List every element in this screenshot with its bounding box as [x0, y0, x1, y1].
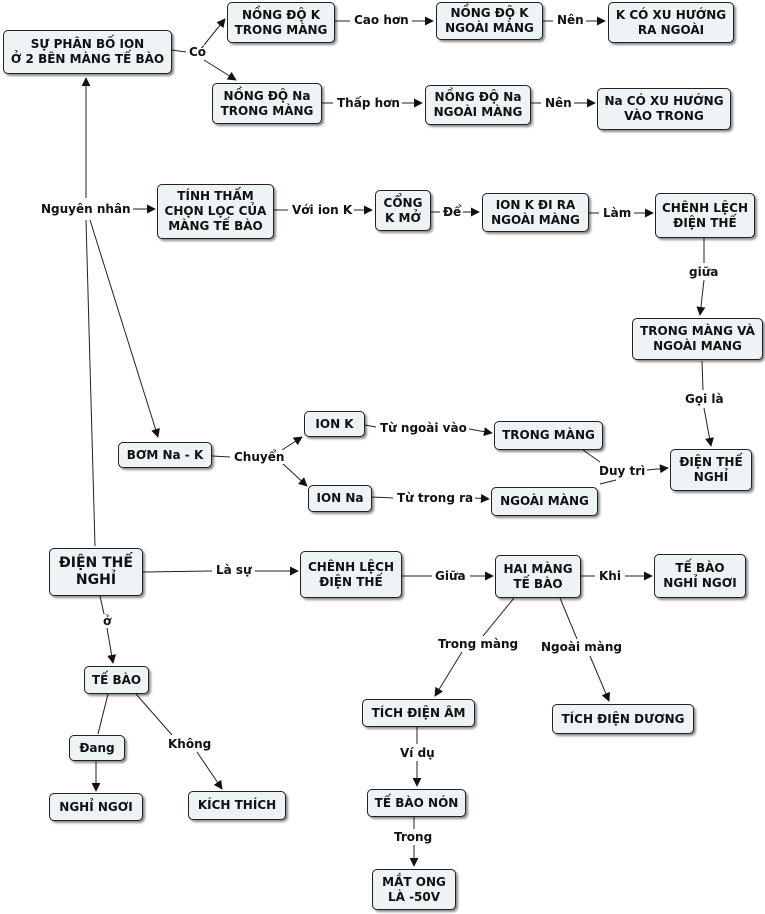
- edge-khong-a: [135, 693, 173, 736]
- node-tich-dien-am[interactable]: TÍCH ĐIỆN ÂM: [362, 699, 475, 727]
- label-vi-du: Ví dụ: [398, 746, 437, 760]
- node-ion-na[interactable]: ION Na: [308, 485, 372, 512]
- node-ngoai-mang[interactable]: NGOÀI MÀNG: [491, 487, 598, 516]
- node-tinh-tham[interactable]: TÍNH THẤM CHỌN LỌC CỦA MÀNG TẾ BÀO: [157, 184, 274, 239]
- edge-o-a: [99, 595, 105, 615]
- node-nong-do-na-trong[interactable]: NỒNG ĐỘ Na TRONG MÀNG: [212, 83, 322, 124]
- label-tu-trong-ra: Từ trong ra: [395, 491, 476, 505]
- edge-duy-tri-b: [599, 479, 617, 485]
- edge-tu-ngoai-vao-a: [364, 424, 377, 428]
- node-te-bao-non[interactable]: TẾ BÀO NÓN: [367, 789, 466, 817]
- edge-trong-mang-b: [434, 651, 463, 697]
- edge-goi-la-a: [701, 360, 704, 391]
- node-dien-the-nghi-right[interactable]: ĐIỆN THẾ NGHỈ: [670, 449, 752, 491]
- node-tich-dien-duong[interactable]: TÍCH ĐIỆN DƯƠNG: [552, 704, 694, 734]
- label-khi: Khi: [597, 569, 623, 583]
- edge-giua-lower-b: [696, 279, 706, 316]
- label-giua-lower: giữa: [687, 265, 721, 279]
- label-nen-2: Nên: [543, 96, 574, 110]
- label-nen-1: Nên: [555, 13, 586, 27]
- node-te-bao[interactable]: TẾ BÀO: [84, 666, 149, 694]
- node-cong-k-mo[interactable]: CỔNG K MỞ: [375, 190, 431, 231]
- node-te-bao-nghi-ngoi[interactable]: TẾ BÀO NGHỈ NGƠI: [654, 554, 746, 598]
- label-khong: Không: [166, 737, 214, 751]
- edge-trong-mang-a: [482, 597, 515, 637]
- label-cao-hon: Cao hơn: [352, 13, 411, 27]
- edge-chuyen-na: [281, 462, 308, 487]
- edge-la-su-a: [142, 570, 213, 573]
- label-ngoai-mang: Ngoài màng: [539, 640, 624, 654]
- node-hai-mang[interactable]: HAI MÀNG TẾ BÀO: [495, 555, 581, 598]
- label-tu-ngoai-vao: Từ ngoài vào: [378, 421, 469, 435]
- node-nghi-ngoi[interactable]: NGHỈ NGƠI: [49, 793, 143, 821]
- edge-tu-ngoai-vao-b: [468, 427, 493, 437]
- edge-khong-b: [196, 751, 223, 790]
- node-su-phan-bo[interactable]: SỰ PHÂN BỐ ION Ở 2 BÊN MÀNG TẾ BÀO: [3, 30, 172, 74]
- edge-tu-trong-ra-a: [371, 496, 394, 499]
- label-co: Có: [187, 45, 209, 59]
- edge-tu-trong-ra-b: [473, 493, 490, 503]
- edge-duy-tri-c: [646, 464, 669, 474]
- label-goi-la: Gọi là: [683, 392, 726, 406]
- label-la-su: Là sự: [214, 563, 254, 577]
- edge-nguyen-nhan-bom: [89, 219, 160, 438]
- node-chenh-lech-2[interactable]: CHÊNH LỆCH ĐIỆN THẾ: [300, 551, 402, 598]
- node-na-xu-huong[interactable]: Na CÓ XU HƯỚNG VÀO TRONG: [597, 88, 731, 130]
- node-k-xu-huong[interactable]: K CÓ XU HƯỚNG RA NGOÀI: [608, 2, 734, 43]
- edge-co-root: [171, 49, 187, 53]
- label-nguyen-nhan: Nguyên nhân: [39, 202, 133, 216]
- label-lam: Làm: [601, 206, 634, 220]
- edge-goi-la-b: [703, 407, 714, 447]
- edge-chuyen-a: [211, 455, 231, 458]
- node-nong-do-k-ngoai[interactable]: NỒNG ĐỘ K NGOÀI MÀNG: [436, 2, 543, 40]
- edge-ngoai-mang-b: [589, 655, 610, 702]
- label-voi-ion-k: Với ion K: [290, 203, 355, 217]
- node-dang[interactable]: Đang: [69, 735, 125, 761]
- node-trong-mang[interactable]: TRONG MÀNG: [494, 421, 603, 450]
- node-mat-ong[interactable]: MẮT ONG LÀ -50V: [372, 869, 456, 910]
- node-chenh-lech-1[interactable]: CHÊNH LỆCH ĐIỆN THẾ: [655, 193, 755, 238]
- edge-o-b: [106, 627, 117, 664]
- edge-nguyen-nhan-main: [85, 219, 96, 547]
- label-duy-tri: Duy trì: [597, 464, 648, 478]
- edge-dang-a: [97, 693, 109, 735]
- node-ion-k-di-ra[interactable]: ION K ĐI RA NGOÀI MÀNG: [482, 193, 589, 232]
- node-trong-ngoai[interactable]: TRONG MÀNG VÀ NGOÀI MANG: [632, 318, 763, 360]
- label-thap-hon: Thấp hơn: [335, 96, 402, 110]
- edge-co-na: [203, 59, 237, 81]
- edge-ngoai-mang-a: [559, 597, 578, 640]
- node-nong-do-k-trong[interactable]: NỒNG ĐỘ K TRONG MÀNG: [227, 2, 335, 43]
- node-ion-k[interactable]: ION K: [304, 411, 365, 437]
- node-nong-do-na-ngoai[interactable]: NỒNG ĐỘ Na NGOÀI MÀNG: [425, 85, 531, 125]
- label-de: Để: [441, 205, 464, 219]
- edge-chuyen-k: [281, 436, 303, 451]
- label-chuyen: Chuyển: [232, 450, 287, 464]
- label-trong-mang: Trong màng: [436, 637, 521, 651]
- label-o: ở: [101, 614, 114, 628]
- edge-co-k: [203, 18, 226, 46]
- edge-duy-tri-a: [582, 449, 601, 463]
- node-kich-thich[interactable]: KÍCH THÍCH: [188, 791, 286, 820]
- node-dien-the-nghi-main[interactable]: ĐIỆN THẾ NGHỈ: [49, 548, 143, 596]
- node-bom[interactable]: BƠM Na - K: [118, 442, 212, 468]
- label-giua-upper: Giữa: [433, 569, 468, 583]
- label-trong: Trong: [392, 830, 435, 844]
